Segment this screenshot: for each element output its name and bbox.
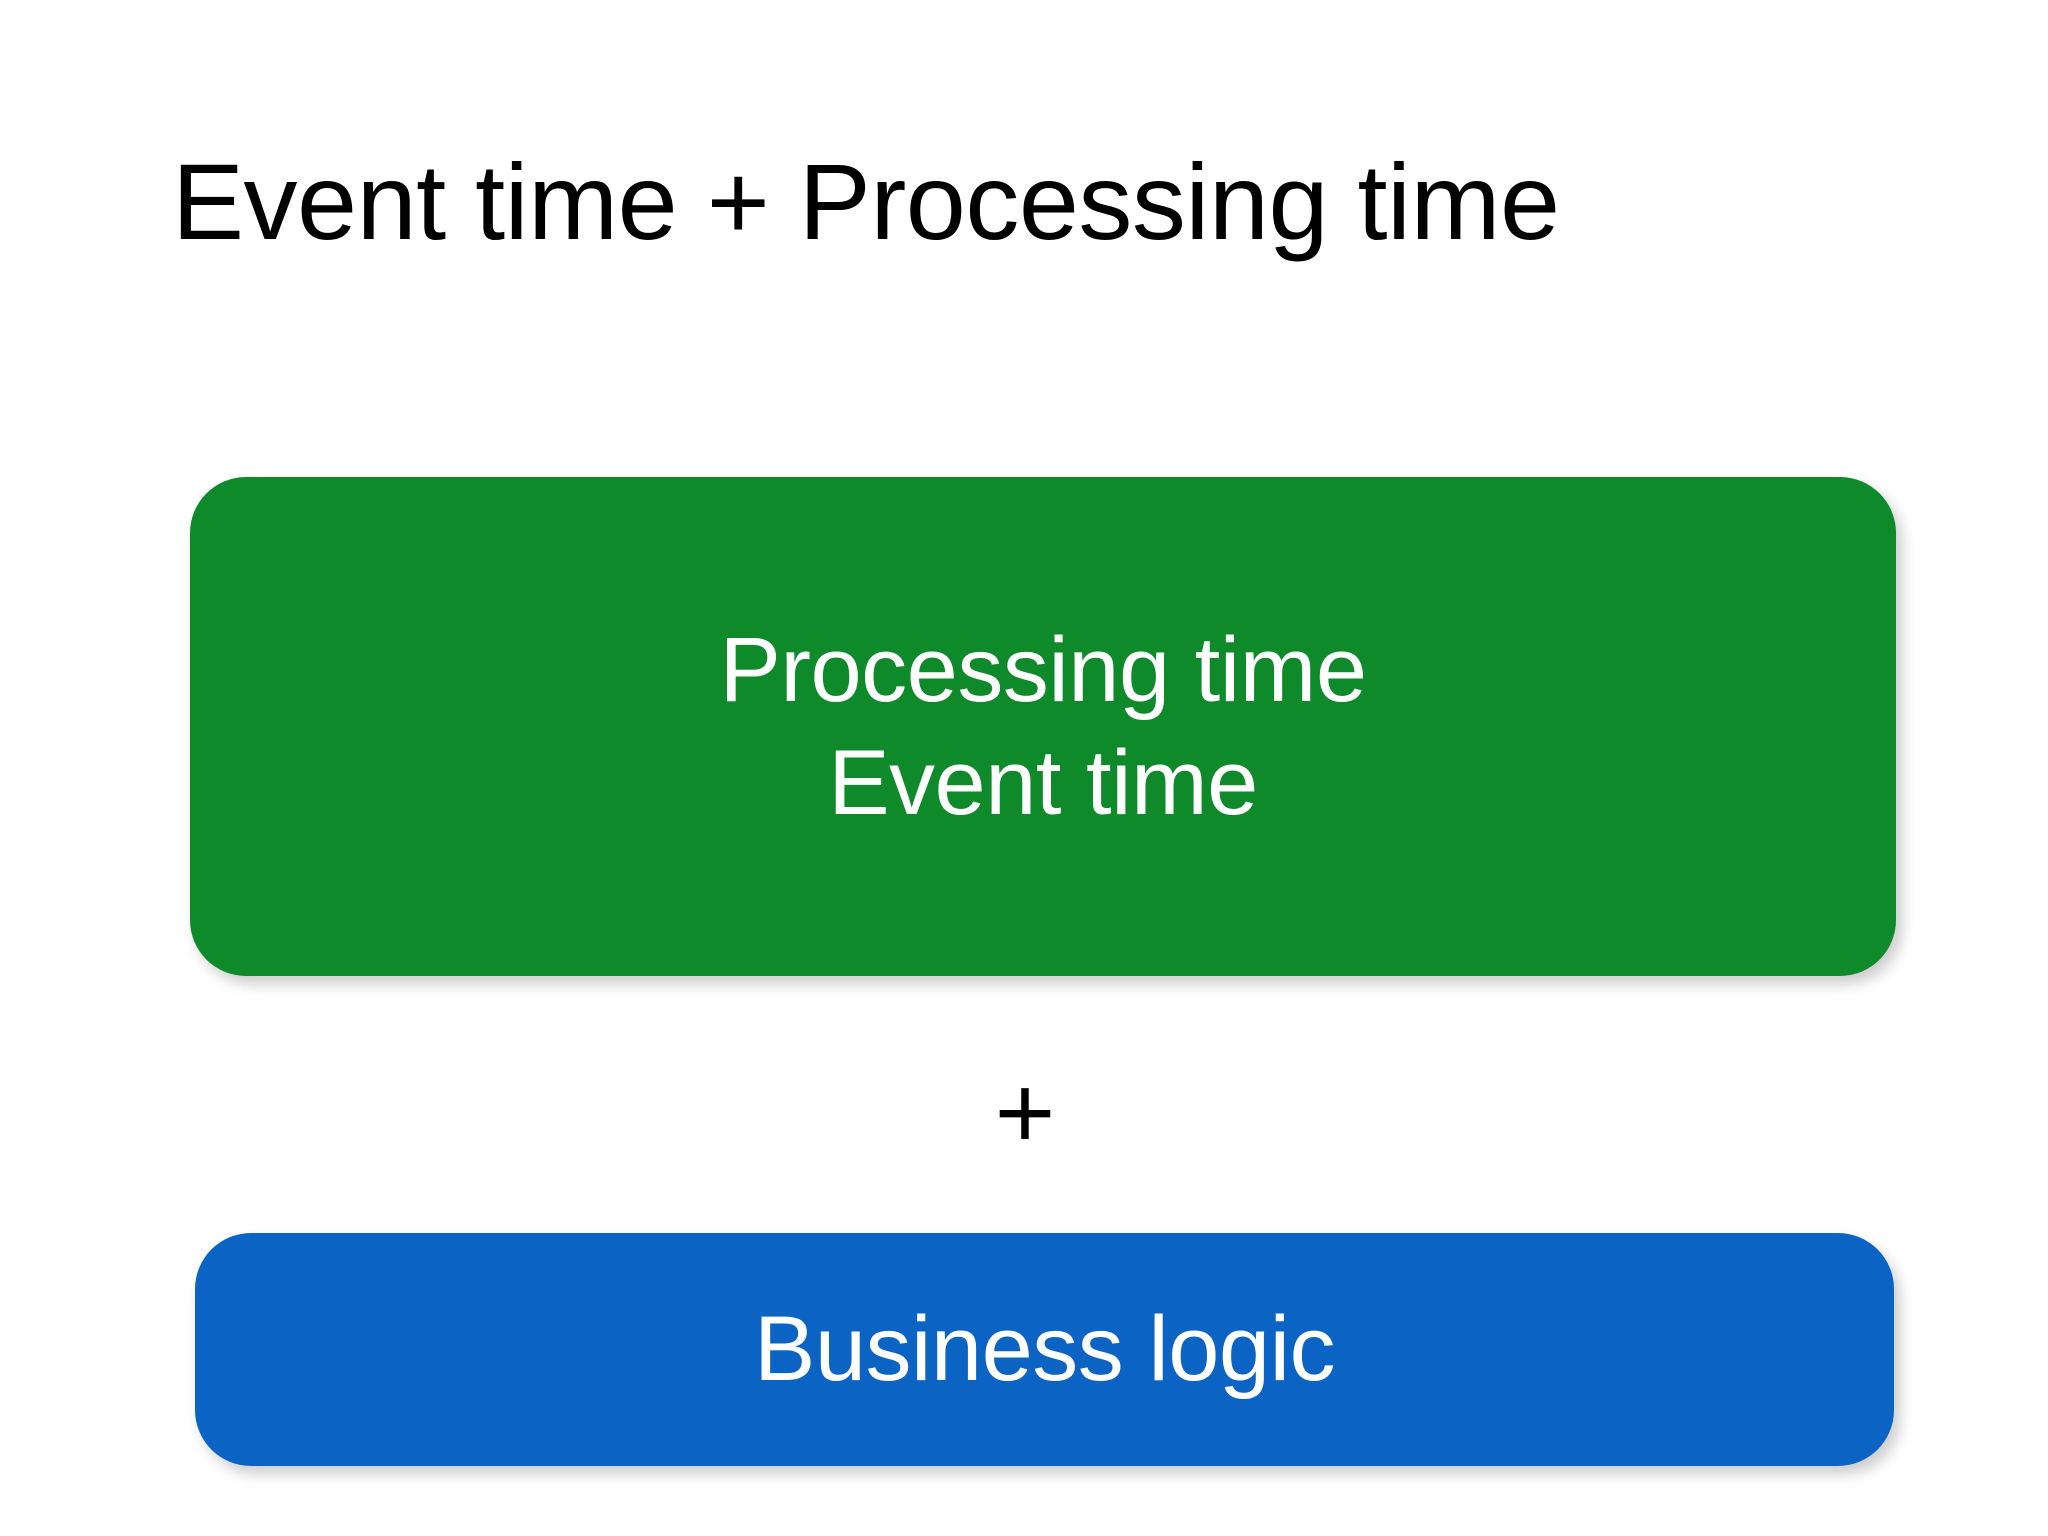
business-logic-card-line-1: Business logic (753, 1298, 1336, 1401)
page-title: Event time + Processing time (172, 141, 1560, 262)
processing-time-card: Processing time Event time (190, 477, 1896, 976)
processing-time-card-line-2: Event time (828, 731, 1258, 834)
plus-symbol: + (994, 1055, 1056, 1171)
business-logic-card: Business logic (195, 1233, 1894, 1466)
plus-connector: + (0, 1038, 2048, 1188)
processing-time-card-line-1: Processing time (719, 619, 1367, 722)
